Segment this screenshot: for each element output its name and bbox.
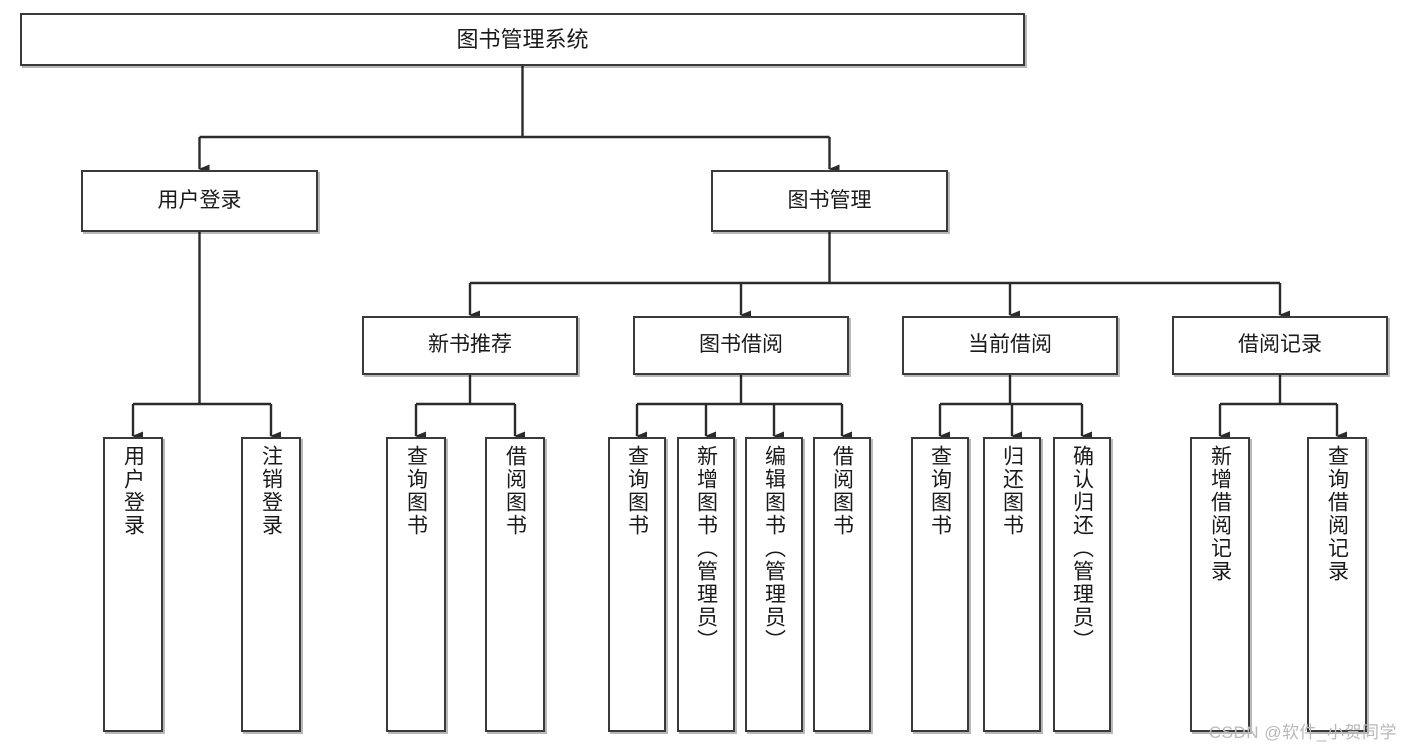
node-leaf-cur-2[interactable]: 归还图书 [983, 437, 1041, 732]
node-label: 新增借阅记录 [1208, 445, 1232, 583]
node-newbook[interactable]: 新书推荐 [362, 316, 578, 375]
node-label: 借阅记录 [1238, 333, 1322, 357]
node-label: 图书管理系统 [456, 26, 589, 52]
node-label: 新书推荐 [428, 333, 512, 357]
node-leaf-rec-2[interactable]: 查询借阅记录 [1307, 437, 1367, 732]
node-leaf-new-1[interactable]: 查询图书 [386, 437, 446, 732]
node-leaf-bor-1[interactable]: 查询图书 [608, 437, 666, 732]
node-bookmgmt[interactable]: 图书管理 [711, 170, 948, 232]
node-leaf-cur-1[interactable]: 查询图书 [911, 437, 969, 732]
node-label: 确认归还（管理员） [1070, 445, 1094, 652]
node-leaf-rec-1[interactable]: 新增借阅记录 [1190, 437, 1250, 732]
node-leaf-cur-3[interactable]: 确认归还（管理员） [1053, 437, 1111, 732]
node-leaf-login-2[interactable]: 注销登录 [241, 437, 301, 732]
node-records[interactable]: 借阅记录 [1172, 316, 1388, 375]
node-label: 新增图书（管理员） [694, 445, 718, 652]
csdn-watermark: CSDN @软件_小贺同学 [1208, 723, 1397, 742]
node-login[interactable]: 用户登录 [81, 170, 318, 232]
node-label: 归还图书 [1000, 445, 1024, 537]
node-label: 编辑图书（管理员） [762, 445, 786, 652]
node-label: 当前借阅 [968, 333, 1052, 357]
node-borrow[interactable]: 图书借阅 [633, 316, 849, 375]
node-label: 图书管理 [787, 188, 872, 212]
node-label: 查询图书 [928, 445, 952, 537]
node-root[interactable]: 图书管理系统 [20, 13, 1025, 66]
node-label: 用户登录 [121, 445, 145, 537]
node-label: 注销登录 [259, 445, 283, 537]
node-label: 借阅图书 [830, 445, 854, 537]
node-label: 用户登录 [157, 188, 242, 212]
node-leaf-bor-2[interactable]: 新增图书（管理员） [677, 437, 735, 732]
node-leaf-bor-3[interactable]: 编辑图书（管理员） [745, 437, 803, 732]
node-leaf-bor-4[interactable]: 借阅图书 [813, 437, 871, 732]
node-label: 查询图书 [404, 445, 428, 537]
node-label: 借阅图书 [503, 445, 527, 537]
node-label: 图书借阅 [699, 333, 783, 357]
node-current[interactable]: 当前借阅 [902, 316, 1118, 375]
node-leaf-new-2[interactable]: 借阅图书 [485, 437, 545, 732]
node-label: 查询借阅记录 [1325, 445, 1349, 583]
node-leaf-login-1[interactable]: 用户登录 [103, 437, 163, 732]
connector-lines [131, 66, 1347, 441]
node-label: 查询图书 [625, 445, 649, 537]
